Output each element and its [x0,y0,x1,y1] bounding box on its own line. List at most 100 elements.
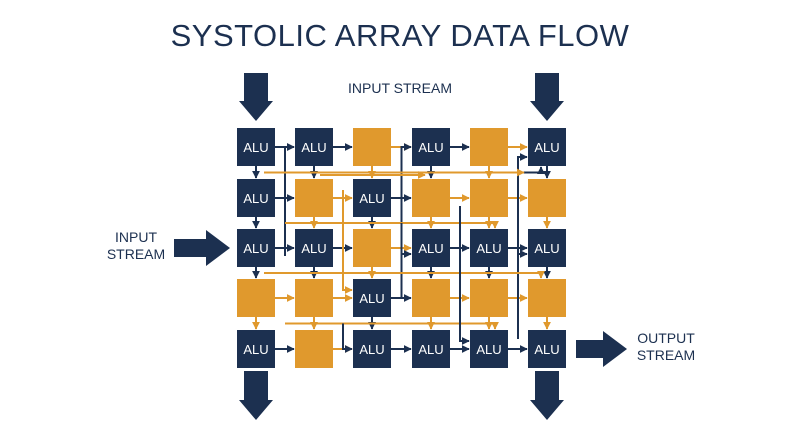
alu-cell: ALU [470,229,508,267]
left-input-label-line-2: STREAM [106,246,166,262]
routed-wire-0 [284,143,295,256]
alu-cell: ALU [528,128,566,166]
connector-lines [252,143,551,353]
cell-box [412,279,450,317]
alu-label: ALU [243,191,268,206]
cell-box [470,179,508,217]
alu-label: ALU [243,241,268,256]
cell-box [353,128,391,166]
alu-cell: ALU [295,229,333,267]
alu-cell: ALU [528,229,566,267]
cell-box [295,330,333,368]
pe-cell-orange [470,179,508,217]
alu-label: ALU [359,291,384,306]
alu-cell: ALU [353,279,391,317]
pe-cell-orange [295,179,333,217]
pe-cell-orange [295,330,333,368]
cell-box [353,229,391,267]
alu-label: ALU [359,191,384,206]
pe-cell-orange [528,179,566,217]
alu-cell: ALU [237,330,275,368]
alu-label: ALU [534,241,559,256]
processing-element-grid: ALU ALU ALU ALU ALU ALU ALU ALU ALU ALU ALU ALU ALU A… [237,128,566,368]
left-input-label-line-1: INPUT [115,229,157,245]
cell-box [528,330,566,368]
alu-cell: ALU [528,330,566,368]
routed-wire-2 [518,166,545,175]
routed-wire-11 [342,323,353,353]
alu-cell: ALU [412,128,450,166]
pe-cell-orange [353,229,391,267]
pe-cell-orange [470,279,508,317]
cell-box [353,279,391,317]
output-stream-label: OUTPUT STREAM [626,330,706,364]
cell-box [295,128,333,166]
stream-arrows [174,73,627,420]
pe-cell-orange [412,179,450,217]
cell-box [528,179,566,217]
alu-label: ALU [301,140,326,155]
cell-box [470,279,508,317]
alu-cell: ALU [353,330,391,368]
cell-box [353,179,391,217]
bottom-right-output-arrow [530,371,564,420]
pe-cell-orange [470,128,508,166]
cell-box [412,128,450,166]
pe-cell-orange [353,128,391,166]
alu-cell: ALU [412,330,450,368]
diagram-title: SYSTOLIC ARRAY DATA FLOW [170,18,630,53]
pe-cell-orange [237,279,275,317]
alu-label: ALU [243,342,268,357]
top-right-input-arrow [530,73,564,121]
cell-box [295,279,333,317]
cell-box [237,179,275,217]
cell-box [528,279,566,317]
left-input-stream-label: INPUT STREAM [96,229,176,263]
alu-label: ALU [418,140,443,155]
pe-cell-orange [412,279,450,317]
alu-cell: ALU [237,229,275,267]
cell-box [470,229,508,267]
cell-box [237,330,275,368]
cell-box [295,229,333,267]
cell-box [237,128,275,166]
alu-cell: ALU [237,128,275,166]
cell-box [237,279,275,317]
alu-label: ALU [418,342,443,357]
cell-box [237,229,275,267]
output-label-line-2: STREAM [636,347,696,363]
alu-label: ALU [418,241,443,256]
cell-box [412,179,450,217]
pe-cell-orange [295,279,333,317]
cell-box [412,229,450,267]
alu-cell: ALU [353,179,391,217]
cell-box [528,128,566,166]
cell-box [295,179,333,217]
routed-wire-10 [459,206,470,345]
top-input-stream-label: INPUT STREAM [348,80,452,96]
cell-box [353,330,391,368]
alu-label: ALU [359,342,384,357]
top-left-input-arrow [239,73,273,121]
bottom-left-output-arrow [239,371,273,420]
alu-cell: ALU [237,179,275,217]
alu-label: ALU [476,342,501,357]
cell-box [470,330,508,368]
routed-wire-3 [517,153,528,339]
alu-cell: ALU [470,330,508,368]
cell-box [528,229,566,267]
alu-label: ALU [243,140,268,155]
routed-wire-5 [285,220,499,229]
routed-wire-8 [264,270,545,279]
routed-wire-9 [285,321,499,330]
left-input-arrow [174,230,230,266]
routed-wire-7 [400,223,412,258]
right-output-arrow [576,331,627,367]
alu-label: ALU [476,241,501,256]
routed-wire-6 [342,190,353,294]
output-label-line-1: OUTPUT [637,330,695,346]
alu-label: ALU [534,140,559,155]
alu-label: ALU [301,241,326,256]
alu-label: ALU [534,342,559,357]
